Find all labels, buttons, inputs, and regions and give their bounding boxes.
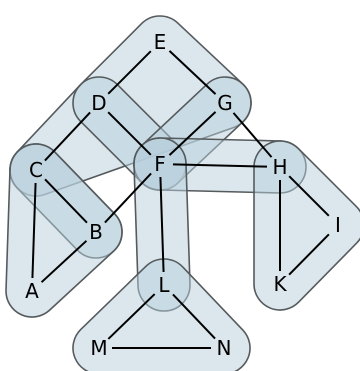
edge-i-k	[288, 233, 330, 276]
edge-g-f	[168, 111, 217, 156]
node-n: N	[217, 336, 232, 360]
edge-f-l	[159, 176, 165, 273]
edge-e-g	[168, 50, 217, 95]
node-h: H	[272, 155, 287, 179]
node-g: G	[217, 91, 233, 115]
edge-e-d	[107, 50, 152, 95]
edge-l-n	[172, 293, 216, 340]
edge-l-m	[107, 293, 156, 340]
edge-c-b	[44, 178, 88, 224]
hyperedge-l-m-n	[72, 258, 251, 371]
edge-b-f	[104, 172, 152, 224]
edge-layer	[31, 50, 330, 349]
node-f: F	[154, 152, 166, 176]
edge-h-i	[288, 175, 330, 217]
node-label-layer: E D G C F H B I A L K M N	[25, 30, 341, 360]
node-m: M	[90, 336, 107, 360]
node-d: D	[91, 91, 106, 115]
edge-d-c	[44, 111, 91, 162]
node-l: L	[158, 273, 170, 297]
edge-d-f	[107, 111, 152, 156]
node-a: A	[25, 279, 39, 303]
node-i: I	[335, 213, 341, 237]
node-k: K	[273, 272, 287, 296]
node-c: C	[29, 158, 43, 182]
edge-c-a	[31, 182, 37, 279]
hyperedge-h-i-k	[253, 140, 360, 311]
edge-f-h	[172, 163, 268, 168]
node-e: E	[154, 30, 167, 54]
edge-b-a	[40, 240, 88, 283]
node-b: B	[89, 220, 103, 244]
edge-g-h	[232, 112, 273, 158]
